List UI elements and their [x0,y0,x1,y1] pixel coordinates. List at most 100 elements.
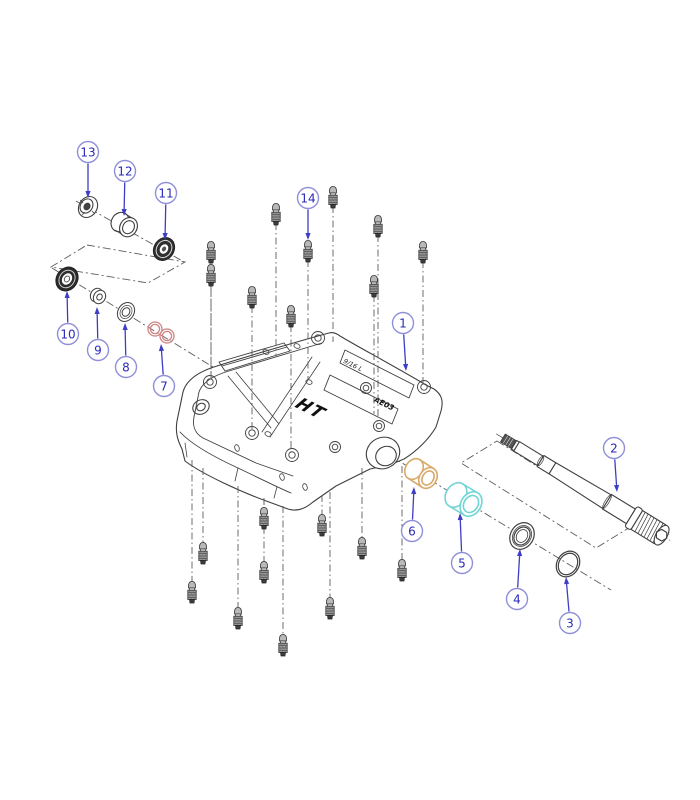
callout-circle-13 [76,140,100,164]
pedal-body: 9/16 L AE03 HT [175,331,443,511]
spindle-hex-socket [655,528,668,542]
callout-circle-2 [602,436,626,460]
callout-arrowhead-2 [613,484,620,492]
spindle-shaft-1 [513,441,544,467]
callout-leader-8 [124,328,127,356]
traction-pin-top-6 [247,286,257,309]
pedal-pin-bosses [203,331,431,462]
callout-leader-11 [164,204,167,235]
part-8-washer [116,302,136,322]
callout-number-11: 11 [158,187,173,201]
callout-arrowhead-8 [122,323,128,331]
spindle-thread-lines [634,512,664,543]
pedal-small-holes [234,343,313,491]
traction-pin-bottom-1 [198,542,208,565]
part-9-cone-nut [89,287,107,305]
callout-2: 2 [602,436,626,492]
callout-number-12: 12 [117,165,132,179]
pedal-struts [227,356,321,438]
part-10-bearing [55,266,79,292]
callout-leader-7 [160,349,164,375]
ghost-plane-spindle [460,440,633,549]
callout-number-10: 10 [60,328,75,342]
callout-leader-1 [403,334,407,366]
part-5-bushing-cyan [444,481,483,518]
traction-pin-bottom-5 [259,561,269,584]
part-7-o-rings [147,321,175,344]
callout-leader-12 [123,182,126,211]
callout-leader-4 [517,554,521,588]
callout-6: 6 [400,487,424,543]
pedal-crank-boss [192,399,210,415]
callout-number-6: 6 [408,525,416,539]
pedal-right-window-2 [323,374,399,425]
callout-circle-1 [391,311,415,335]
callout-number-5: 5 [458,557,466,571]
traction-pin-top-5 [303,240,313,263]
callout-leader-9 [96,312,99,339]
callout-circle-14 [296,186,320,210]
traction-pin-bottom-9 [357,537,367,560]
callout-arrowhead-10 [64,291,70,299]
traction-pin-top-9 [369,275,379,298]
callout-11: 11 [154,181,178,240]
traction-pin-bottom-6 [278,634,288,657]
traction-pin-top-8 [373,215,383,238]
callout-leader-2 [614,459,618,487]
traction-pin-top-2 [206,264,216,287]
callout-number-1: 1 [399,317,407,331]
traction-pin-bottom-8 [325,597,335,620]
callout-arrowhead-1 [402,363,409,371]
callout-number-8: 8 [122,361,130,375]
callout-arrowhead-4 [516,549,523,557]
callout-arrowhead-3 [564,577,570,585]
callout-7: 7 [152,344,176,398]
callout-arrowhead-13 [85,191,91,198]
callout-circle-4 [505,587,529,611]
callout-12: 12 [113,159,137,216]
traction-pin-bottom-3 [233,607,243,630]
callout-10: 10 [56,291,80,346]
callout-circle-3 [558,611,582,635]
pedal-spindle-tube-outer [365,436,401,470]
callout-arrowhead-5 [457,513,463,521]
callout-4: 4 [505,549,529,611]
pedal-crank-bore [196,402,206,412]
callout-circle-7 [152,374,176,398]
callout-arrowhead-9 [94,307,100,315]
callout-number-13: 13 [80,146,95,160]
traction-pin-top-1 [206,241,216,264]
pin-centerlines [191,206,424,636]
callout-number-9: 9 [94,344,102,358]
callout-circle-8 [114,355,138,379]
traction-pin-bottom-7 [317,514,327,537]
callout-number-14: 14 [300,192,315,206]
callout-13: 13 [76,140,100,198]
callout-14: 14 [296,186,320,240]
callout-circle-11 [154,181,178,205]
callout-leader-6 [411,492,415,520]
callout-arrowhead-7 [158,344,165,352]
callout-arrowhead-11 [162,232,168,240]
part-13-lock-nut [77,195,99,219]
callout-circle-9 [86,338,110,362]
callout-arrowhead-14 [305,233,311,240]
callout-leader-10 [66,296,69,323]
traction-pin-top-4 [328,186,338,209]
part-2-spindle [495,433,671,546]
traction-pin-top-3 [271,203,281,226]
callout-number-7: 7 [160,380,168,394]
traction-pin-bottom-4 [259,507,269,530]
traction-pin-bottom-10 [397,559,407,582]
spindle-taper [548,462,612,510]
part-3-snap-ring [555,550,581,578]
pedal-right-window-1 [339,349,415,399]
callout-circle-12 [113,159,137,183]
callout-arrowhead-12 [121,208,127,216]
pedal-wall-ticks [184,442,278,499]
callout-number-4: 4 [513,593,521,607]
callout-leader-3 [565,582,570,612]
part-12-bearing-cup [110,211,138,238]
